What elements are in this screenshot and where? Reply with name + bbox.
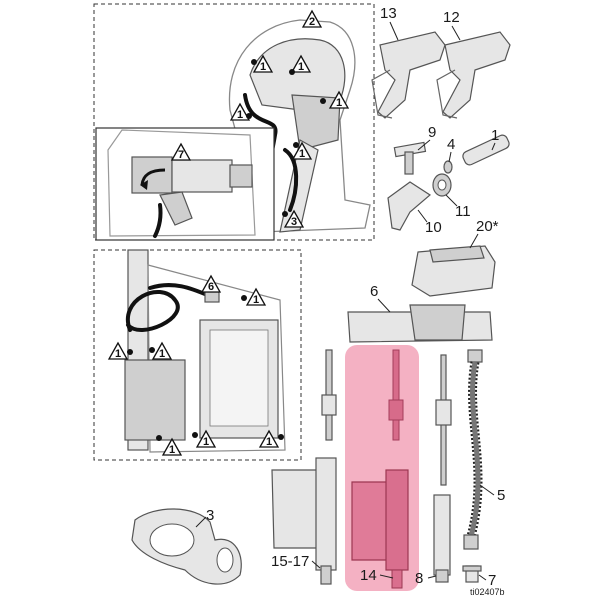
part-9-swivel — [393, 141, 427, 175]
part-20-battery — [411, 245, 496, 297]
warning-callout-text: 1 — [260, 61, 266, 73]
label-10: 10 — [425, 219, 442, 236]
callout-7-text: 7 — [178, 149, 184, 161]
warning-callout-text: 1 — [203, 436, 209, 448]
part-6-strap — [347, 304, 493, 343]
gun-13 — [371, 31, 446, 119]
label-14: 14 — [360, 567, 377, 584]
part-1-tip — [462, 134, 510, 166]
part-4-seal — [443, 160, 453, 174]
label-3: 3 — [206, 507, 214, 524]
label-5: 5 — [497, 487, 505, 504]
label-12: 12 — [443, 9, 460, 26]
warning-callout-text: 1 — [169, 444, 175, 456]
label-9: 9 — [428, 124, 436, 141]
warning-callout-text: 1 — [298, 61, 304, 73]
warning-callout-text: 1 — [253, 294, 259, 306]
detail-callouts: 2 3 7 6 — [171, 10, 322, 293]
warning-callouts: 1 1 1 1 1 1 1 1 1 1 1 — [108, 55, 349, 456]
label-20: 20* — [476, 218, 499, 235]
part-14-pump — [351, 349, 409, 589]
part-5-hose — [463, 349, 483, 550]
warning-callout-text: 1 — [237, 109, 243, 121]
label-13: 13 — [380, 5, 397, 22]
callout-3-text: 3 — [291, 216, 297, 228]
label-6: 6 — [370, 283, 378, 300]
part-7-fitting — [462, 565, 482, 583]
callout-2-text: 2 — [309, 16, 315, 28]
label-4: 4 — [447, 136, 455, 153]
warning-callout-text: 1 — [159, 348, 165, 360]
part-10-tip-guard — [387, 181, 432, 231]
mid-detail-frame — [93, 249, 302, 461]
label-8: 8 — [415, 570, 423, 587]
control-board-detail — [124, 249, 286, 453]
figure-id: ti02407b — [470, 587, 505, 597]
part-11-guard-nut — [432, 173, 452, 197]
top-detail-frame — [93, 3, 375, 241]
part-3-gasket — [131, 508, 242, 585]
part-8-rod — [433, 354, 452, 583]
inset-motor-detail — [107, 129, 256, 238]
callout-6-text: 6 — [208, 281, 214, 293]
part-15-17-pump — [271, 349, 337, 585]
warning-callout-text: 1 — [115, 348, 121, 360]
gun-12 — [436, 31, 511, 119]
warning-callout-text: 1 — [266, 436, 272, 448]
label-15-17: 15-17 — [271, 553, 309, 570]
label-11: 11 — [455, 203, 471, 220]
label-1: 1 — [491, 127, 499, 144]
callout-dots — [127, 59, 326, 441]
part-labels: 13 12 9 4 1 11 10 20* 6 3 15-17 14 8 5 7 — [195, 5, 505, 589]
warning-callout-text: 1 — [299, 148, 305, 160]
label-7: 7 — [488, 572, 496, 589]
warning-callout-text: 1 — [336, 97, 342, 109]
